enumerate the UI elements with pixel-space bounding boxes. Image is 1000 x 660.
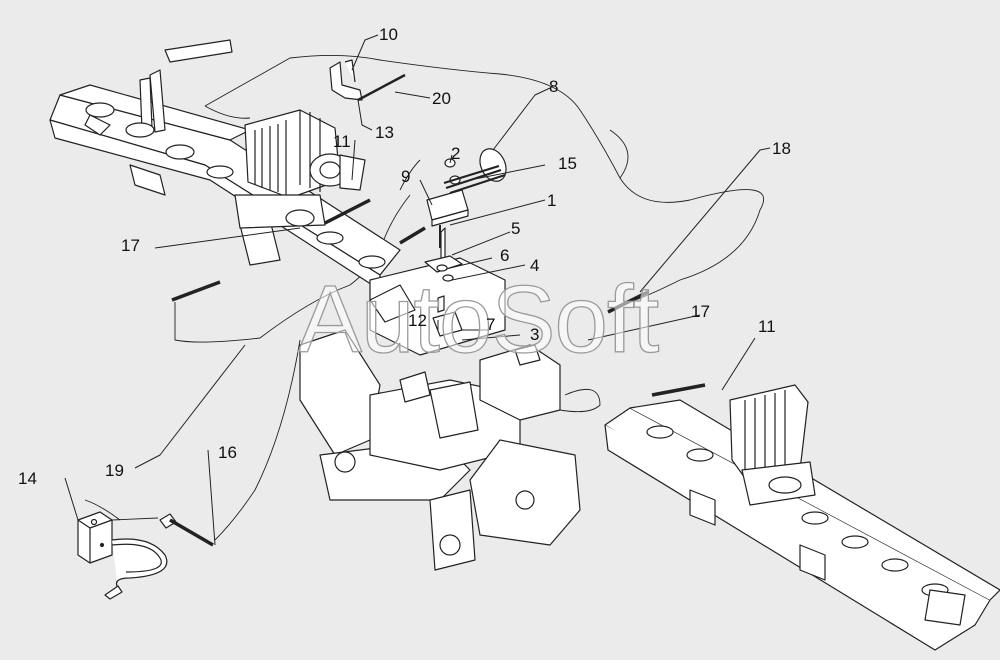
right-wing-frame: [604, 399, 1000, 651]
callout-10: 10: [379, 25, 398, 44]
callout-16: 16: [218, 443, 237, 462]
callout-2: 2: [451, 144, 461, 163]
callout-6: 6: [500, 246, 510, 265]
sensor-16: [111, 513, 214, 547]
callout-14: 14: [18, 469, 37, 488]
callout-1: 1: [547, 191, 557, 210]
callout-11-right: 11: [758, 317, 776, 336]
callout-13: 13: [375, 123, 394, 142]
watermark: AutoSoft: [297, 266, 660, 373]
left-gearbox: [234, 109, 366, 229]
sensor-17-left: [324, 198, 371, 225]
callout-17-left: 17: [121, 236, 140, 255]
callout-8: 8: [549, 77, 559, 96]
o-ring: [479, 148, 507, 182]
right-gearbox: [729, 384, 816, 506]
callout-5: 5: [511, 219, 521, 238]
bracket: [329, 59, 363, 101]
callout-7: 7: [486, 315, 496, 334]
sensor-right: [651, 383, 706, 397]
callout-15: 15: [558, 154, 577, 173]
callout-3: 3: [530, 325, 540, 344]
callout-4: 4: [530, 256, 540, 275]
sensor-18: [607, 290, 649, 314]
callout-20: 20: [432, 89, 451, 108]
callout-19: 19: [105, 461, 124, 480]
callout-11-left: 11: [333, 132, 351, 151]
callout-12: 12: [408, 311, 427, 330]
callout-17-right: 17: [691, 302, 710, 321]
center-frame: [299, 257, 581, 571]
leader-lines: [64, 34, 771, 546]
sensor-17-center: [399, 226, 426, 245]
callout-9: 9: [401, 167, 411, 186]
control-box: [77, 511, 168, 600]
valve-block: [424, 158, 469, 337]
sensor-20: [357, 73, 406, 102]
boundary-lines: [84, 54, 765, 541]
callout-18: 18: [772, 139, 791, 158]
sensor-19: [171, 280, 221, 302]
